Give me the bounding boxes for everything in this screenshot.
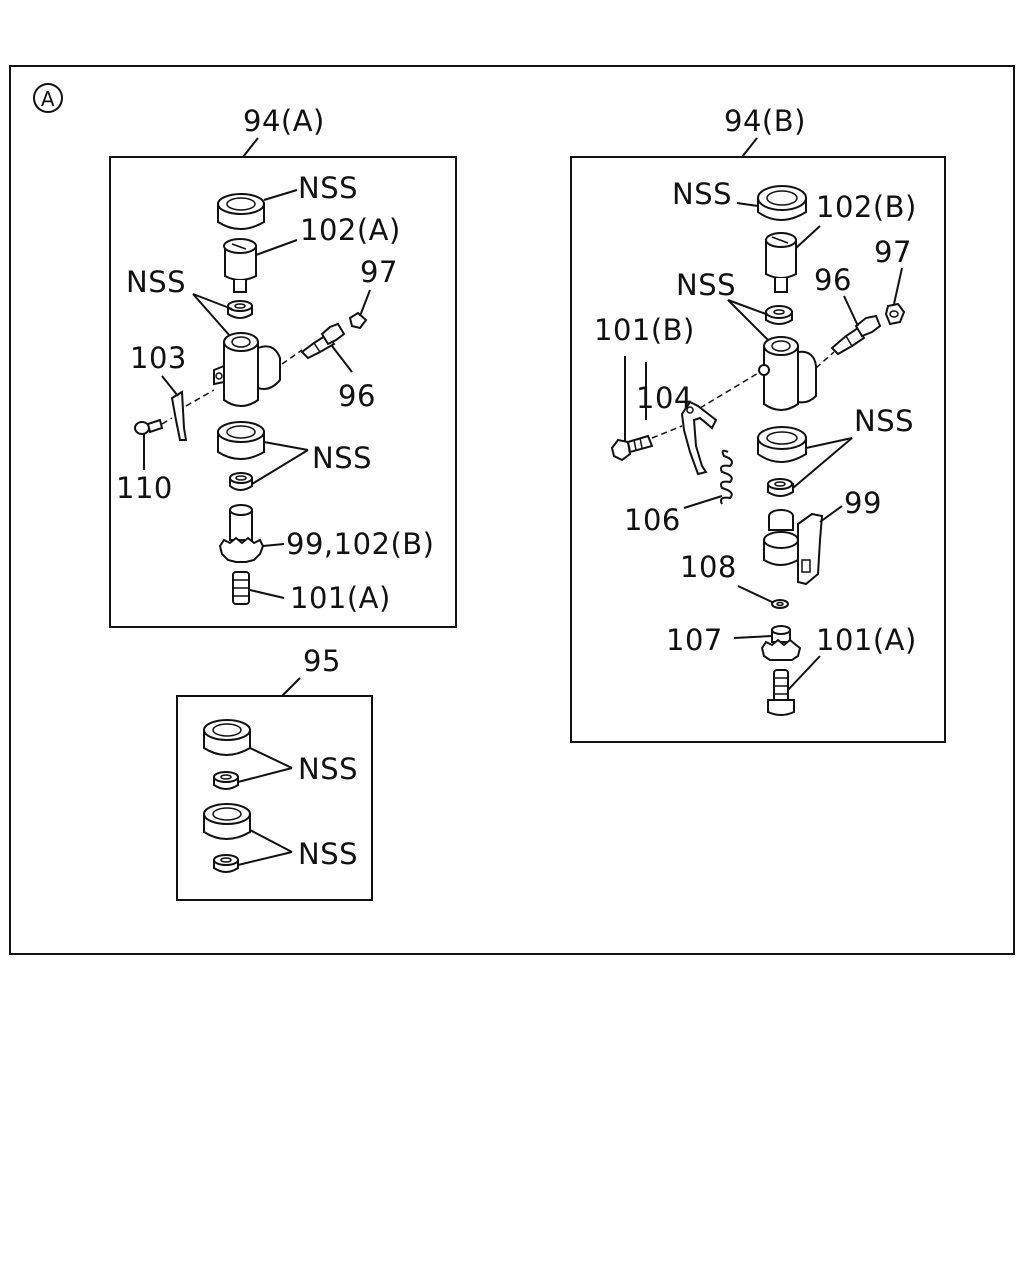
nss-cap-low-a [217,421,265,460]
label-101a-b: 101(A) [816,623,917,657]
label-103: 103 [130,341,187,375]
label-97-b: 97 [874,235,912,269]
nss-washer-mid-b [765,305,793,325]
nss-cap-95-2 [203,803,251,840]
svg-text:A: A [41,87,55,111]
part-107 [760,625,802,661]
part-106 [720,449,733,505]
nss-cap-top-b [757,185,807,221]
label-nss-95-2: NSS [298,837,358,871]
panel-94b-title: 94(B) [724,104,806,138]
part-103 [170,389,215,441]
label-102b: 102(B) [816,190,917,224]
label-nss-low-b: NSS [854,404,914,438]
label-101b: 101(B) [594,313,695,347]
label-99-102b-a: 99,102(B) [286,527,435,561]
valve-body-b [758,336,817,411]
panel-95-title: 95 [303,644,341,678]
part-99-102b-a [218,504,265,563]
label-96-a: 96 [338,379,376,413]
panel-94a-box [109,156,457,628]
panel-94a: 94(A) NSS 102(A) NSS [109,104,457,628]
label-101a-a: 101(A) [290,581,391,615]
section-marker: A [33,83,63,113]
part-101a-b [767,669,795,716]
label-nss-top-a: NSS [298,171,358,205]
nss-cap-top-a [217,193,265,230]
part-108 [771,599,789,609]
nss-washer-95-2 [213,854,239,873]
label-96-b: 96 [814,263,852,297]
label-nss-mid-b: NSS [676,268,736,302]
label-107: 107 [666,623,723,657]
part-99-b [763,509,824,586]
panel-95: 95 NSS NSS [176,644,373,901]
panel-95-box [176,695,373,901]
label-nss-mid-a: NSS [126,265,186,299]
label-106: 106 [624,503,681,537]
valve-body-a [213,332,281,407]
label-nss-low-a: NSS [312,441,372,475]
nss-washer-low-b [767,478,794,497]
nss-cap-low-b [757,426,807,463]
part-101b [610,434,654,462]
part-102a [223,238,257,293]
label-nss-top-b: NSS [672,177,732,211]
panel-94a-title: 94(A) [243,104,325,138]
part-96-b [830,314,882,356]
label-nss-95-1: NSS [298,752,358,786]
label-108: 108 [680,550,737,584]
part-101a-a [232,571,250,605]
panel-94b-box [570,156,946,743]
nss-cap-95-1 [203,719,251,756]
label-110: 110 [116,471,173,505]
part-102b [765,232,797,293]
part-104 [680,400,718,476]
part-96-a [300,322,346,360]
outer-frame [9,65,1015,955]
label-99-b: 99 [844,486,882,520]
label-102a: 102(A) [300,213,401,247]
nss-washer-95-1 [213,771,239,790]
label-104: 104 [636,381,693,415]
panel-94b: 94(B) NSS 102(B) 97 [570,104,946,743]
nss-washer-mid-a [227,300,253,319]
nss-washer-low-a [229,472,253,491]
part-97-b [884,302,906,326]
label-97-a: 97 [360,255,398,289]
part-110 [134,417,173,435]
part-97-a [348,311,368,330]
